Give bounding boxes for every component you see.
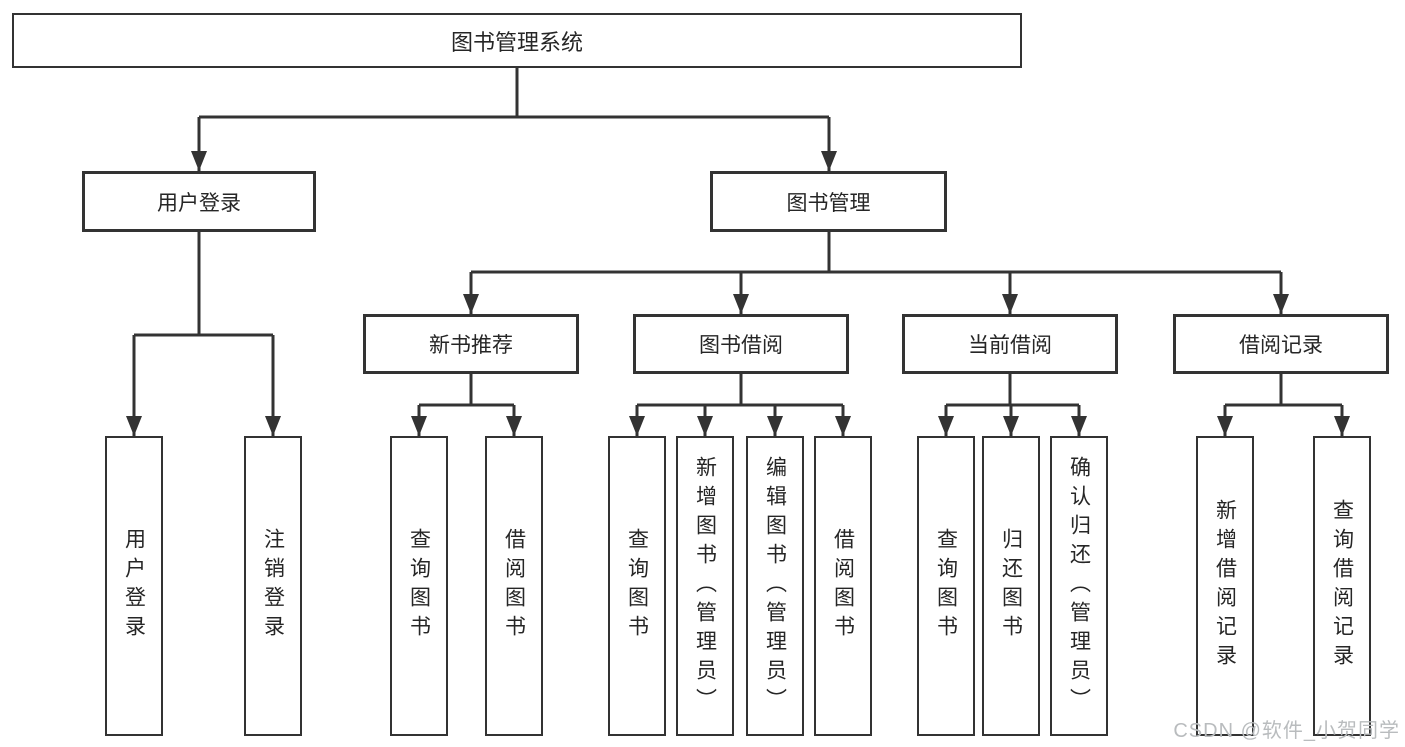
leaf-user-login: 用户登录 [105,436,163,736]
leaf-logout: 注销登录 [244,436,302,736]
node-current-borrow: 当前借阅 [902,314,1118,374]
connector-root-to-level2 [191,68,837,171]
leaf-query-books-current: 查询图书 [917,436,975,736]
leaf-borrow-books-borrow: 借阅图书 [814,436,872,736]
connector-book-borrow-branch [629,374,851,436]
connector-borrow-records-branch [1217,374,1350,436]
leaf-borrow-books-recommend: 借阅图书 [485,436,543,736]
leaf-confirm-return-admin: 确认归还（管理员） [1050,436,1108,736]
watermark-text: CSDN @软件_小贺同学 [1173,720,1400,742]
node-book-management: 图书管理 [710,171,947,232]
node-user-login: 用户登录 [82,171,316,232]
connector-user-login-branch [126,232,281,436]
node-borrow-records: 借阅记录 [1173,314,1389,374]
leaf-query-books-borrow: 查询图书 [608,436,666,736]
node-book-borrow: 图书借阅 [633,314,849,374]
leaf-query-borrow-record: 查询借阅记录 [1313,436,1371,736]
leaf-edit-books-admin: 编辑图书（管理员） [746,436,804,736]
node-root: 图书管理系统 [12,13,1022,68]
leaf-query-books-recommend: 查询图书 [390,436,448,736]
connector-new-book-recommend-branch [411,374,522,436]
leaf-add-books-admin: 新增图书（管理员） [676,436,734,736]
leaf-return-books: 归还图书 [982,436,1040,736]
node-new-book-recommend: 新书推荐 [363,314,579,374]
connector-current-borrow-branch [938,374,1087,436]
connector-book-management-branch [463,232,1289,314]
leaf-add-borrow-record: 新增借阅记录 [1196,436,1254,736]
